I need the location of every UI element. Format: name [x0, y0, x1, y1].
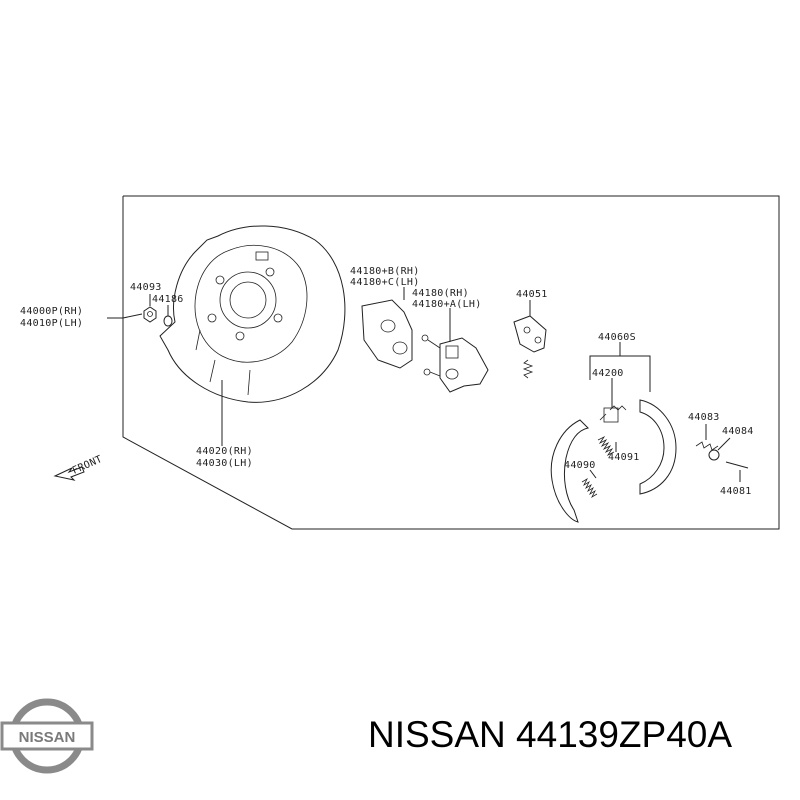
label-44084: 44084: [722, 426, 754, 437]
label-44200: 44200: [592, 368, 624, 379]
washer-44186: [163, 315, 173, 327]
label-44091: 44091: [608, 452, 640, 463]
pin-44081: [725, 461, 749, 469]
spring-44083: [695, 441, 719, 451]
label-44081: 44081: [720, 486, 752, 497]
front-arrow-icon: [53, 466, 85, 481]
label-44180: 44180(RH): [412, 288, 469, 299]
caliper-bracket: [361, 299, 413, 369]
label-44051: 44051: [516, 289, 548, 300]
label-44010p: 44010P(LH): [20, 318, 83, 329]
retainer-44084: [708, 449, 720, 461]
label-44060s: 44060S: [598, 332, 636, 343]
caliper-body: [421, 334, 489, 393]
label-44186: 44186: [152, 294, 184, 305]
label-44083: 44083: [688, 412, 720, 423]
label-44093: 44093: [130, 282, 162, 293]
label-front: FRONT: [71, 454, 104, 477]
part-number-title: NISSAN 44139ZP40A: [368, 714, 733, 755]
label-44180c: 44180+C(LH): [350, 277, 420, 288]
label-44090: 44090: [564, 460, 596, 471]
label-44180b: 44180+B(RH): [350, 266, 420, 277]
brake-shoe-set: [550, 399, 677, 523]
nut-44093: [143, 306, 157, 323]
label-44000p: 44000P(RH): [20, 306, 83, 317]
label-44020: 44020(RH): [196, 446, 253, 457]
diagram-frame: [122, 195, 780, 530]
lever-44051: [513, 315, 547, 379]
nissan-logo-text: NISSAN: [19, 729, 76, 746]
nissan-logo: NISSAN: [0, 698, 94, 774]
label-44180a: 44180+A(LH): [412, 299, 482, 310]
label-44030: 44030(LH): [196, 458, 253, 469]
backing-plate: [159, 225, 346, 403]
